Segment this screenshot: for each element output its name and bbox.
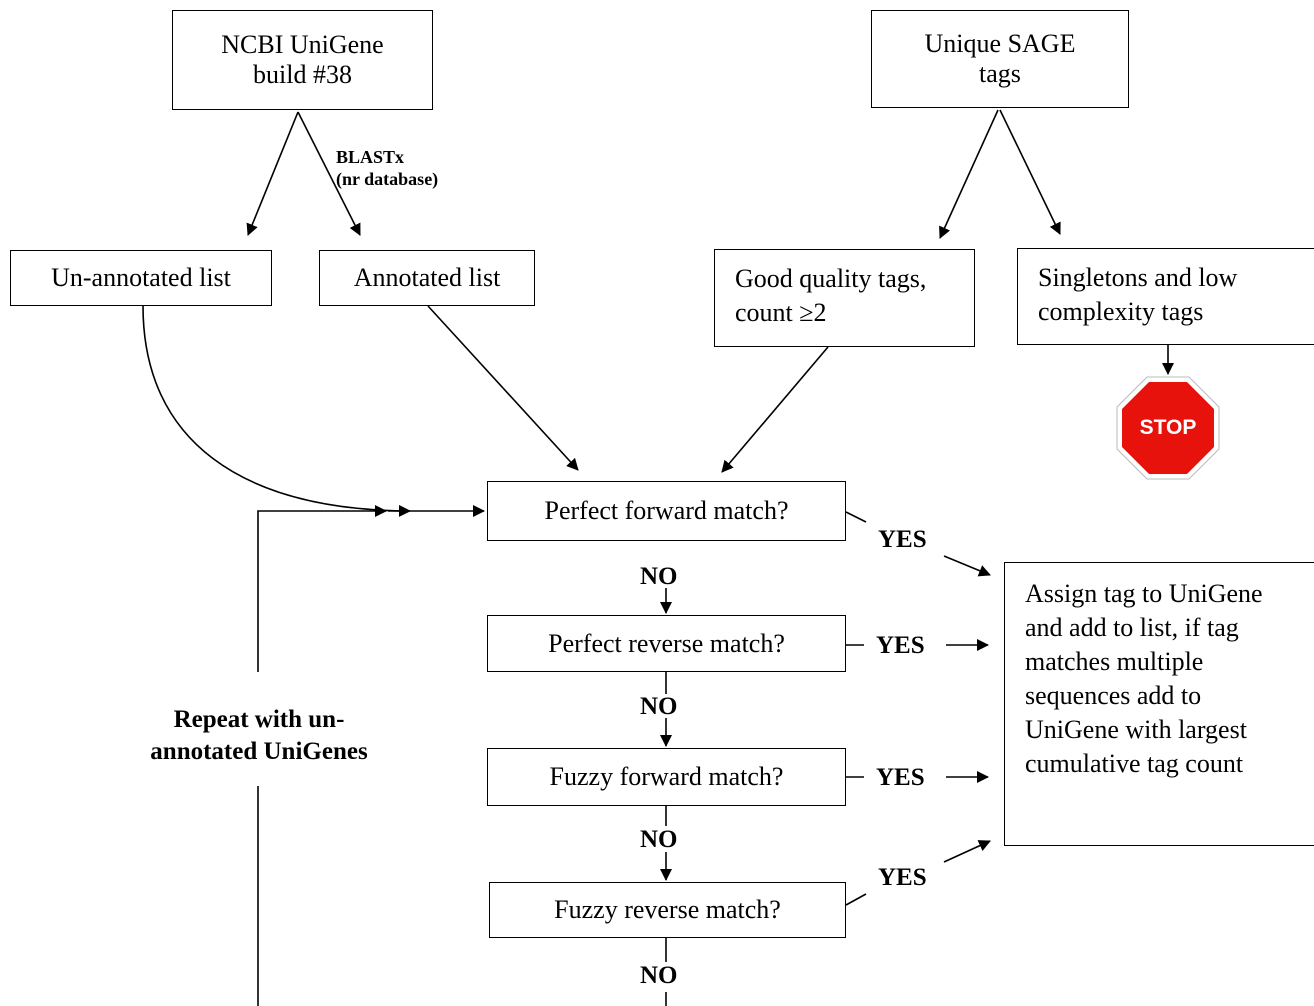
perfect-reverse-box: Perfect reverse match? xyxy=(487,615,846,672)
perfect-reverse-label: Perfect reverse match? xyxy=(548,628,785,658)
no-label-2: NO xyxy=(640,693,678,720)
sage-label: Unique SAGE tags xyxy=(924,29,1076,88)
arrow-good-tags-to-forward xyxy=(721,346,829,473)
unannotated-label: Un-annotated list xyxy=(51,263,231,292)
unigene-label: NCBI UniGene build #38 xyxy=(221,30,384,89)
no-label-3: NO xyxy=(640,826,678,853)
annotated-box: Annotated list xyxy=(319,250,535,306)
singletons-box: Singletons and low complexity tags xyxy=(1017,248,1314,345)
arrow-sage-to-good-tags xyxy=(939,109,999,239)
fuzzy-reverse-label: Fuzzy reverse match? xyxy=(554,895,781,924)
assign-box: Assign tag to UniGene and add to list, i… xyxy=(1004,562,1314,846)
arrow-unigene-to-unannotated xyxy=(246,111,299,236)
arrow-yes-1 xyxy=(943,555,991,577)
no-label-4: NO xyxy=(640,962,678,989)
annotated-label: Annotated list xyxy=(353,263,501,292)
assign-label: Assign tag to UniGene and add to list, i… xyxy=(1025,579,1263,778)
yes-label-3: YES xyxy=(876,764,925,791)
yes-line-1 xyxy=(845,511,867,523)
yes-label-4: YES xyxy=(878,864,927,891)
repeat-label: Repeat with un- annotated UniGenes xyxy=(150,706,368,765)
no-label-1: NO xyxy=(640,563,678,590)
fuzzy-forward-label: Fuzzy forward match? xyxy=(549,762,784,791)
stop-sign: STOP xyxy=(1116,376,1220,480)
blastx-label: BLASTx (nr database) xyxy=(336,147,439,189)
unannotated-box: Un-annotated list xyxy=(10,250,272,306)
perfect-forward-box: Perfect forward match? xyxy=(487,481,846,541)
yes-line-4 xyxy=(845,893,867,906)
yes-label-2: YES xyxy=(876,632,925,659)
fuzzy-reverse-box: Fuzzy reverse match? xyxy=(489,882,846,938)
unigene-box: NCBI UniGene build #38 xyxy=(172,10,433,110)
stop-label: STOP xyxy=(1139,416,1197,439)
sage-box: Unique SAGE tags xyxy=(871,10,1129,108)
arrow-sage-to-singletons xyxy=(999,109,1061,235)
stop-octagon-icon xyxy=(1116,376,1220,480)
curve-unannotated-to-forward xyxy=(142,305,411,517)
perfect-forward-label: Perfect forward match? xyxy=(544,496,789,525)
yes-label-1: YES xyxy=(878,526,927,553)
arrow-unigene-to-annotated xyxy=(297,111,361,236)
fuzzy-forward-box: Fuzzy forward match? xyxy=(487,748,846,806)
loop-back-line-upper xyxy=(257,505,387,672)
good-tags-label: Good quality tags, count ≥2 xyxy=(735,264,927,327)
good-tags-box: Good quality tags, count ≥2 xyxy=(714,249,975,347)
singletons-label: Singletons and low complexity tags xyxy=(1038,263,1238,326)
arrow-annotated-to-forward xyxy=(427,305,579,471)
arrow-yes-4 xyxy=(943,840,991,863)
